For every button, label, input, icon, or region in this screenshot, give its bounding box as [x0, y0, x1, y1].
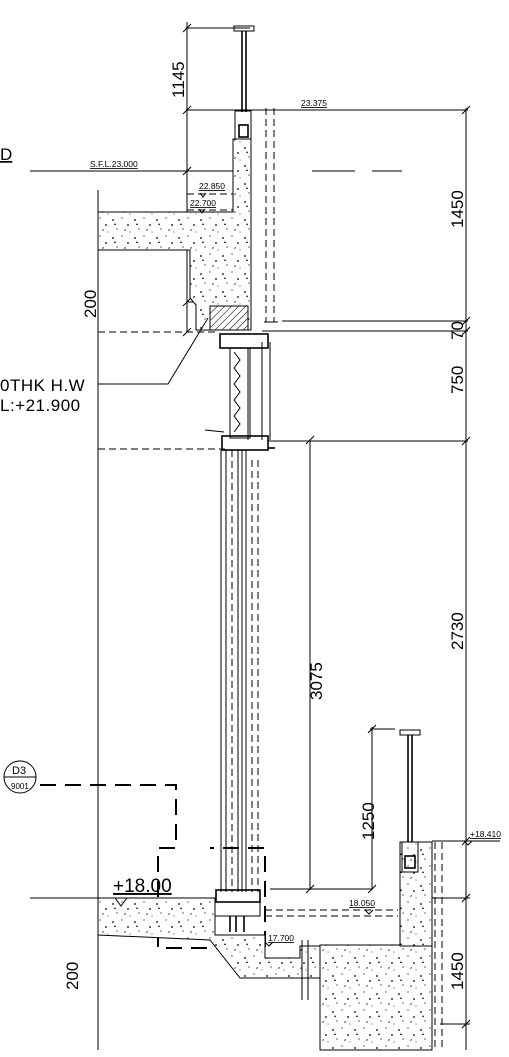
callout-sheet: 9001: [11, 782, 29, 791]
level-sfl-23000: S.F.L.23.000: [90, 159, 138, 169]
dim-2730: 2730: [448, 612, 467, 650]
level-22700: 22.700: [190, 198, 216, 208]
dim-1450-bottom: 1450: [448, 952, 467, 990]
note-hardwood-line2: L:+21.900: [0, 396, 81, 415]
level-23375: 23.375: [301, 98, 327, 108]
callout-ref: D3: [12, 765, 26, 777]
level-18050: 18.050: [349, 898, 375, 908]
bottom-outer-dashed-panel: [434, 842, 443, 1050]
dim-200-bottom: 200: [63, 962, 82, 990]
dim-200-top: 200: [81, 290, 100, 318]
level-18000: +18.00: [113, 876, 172, 897]
level-18410: +18.410: [470, 829, 501, 839]
level-22850: 22.850: [199, 181, 225, 191]
sill-frame: [213, 889, 261, 932]
hardwood-head: [209, 305, 249, 331]
note-top-fragment: D: [0, 145, 12, 164]
note-leader-line: [98, 317, 209, 385]
main-glazing-panel: [220, 450, 259, 892]
bottom-handrail: [399, 729, 421, 873]
bottom-drop-beam: [319, 944, 433, 1051]
section-callout: [3, 760, 37, 794]
dim-3075: 3075: [307, 662, 326, 700]
dim-70: 70: [448, 321, 467, 340]
note-hardwood-line1: 0THK H.W: [0, 376, 85, 395]
dimension-ticks: [182, 23, 471, 1029]
dim-1145: 1145: [169, 61, 188, 98]
outer-dashed-panel: [264, 108, 278, 323]
dim-1450-top: 1450: [448, 190, 467, 228]
top-vent-window: [204, 333, 275, 451]
dim-750: 750: [448, 366, 467, 394]
top-handrail: [233, 25, 255, 142]
dashed-setout-outline: [40, 784, 266, 949]
level-markers: [114, 192, 473, 947]
dim-1250: 1250: [359, 802, 378, 840]
level-17700: 17.700: [268, 933, 294, 943]
